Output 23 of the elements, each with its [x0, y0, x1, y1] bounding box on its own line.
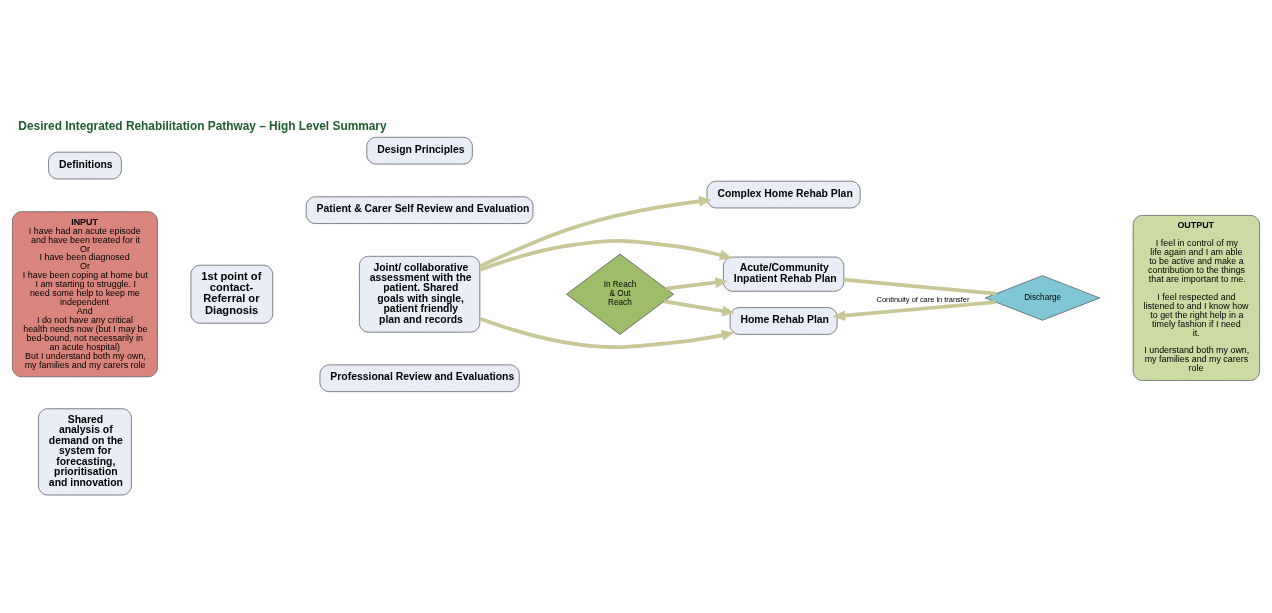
node-box: Complex Home Rehab Plan: [706, 180, 861, 209]
arrow: [479, 238, 733, 272]
arrow: [832, 300, 996, 321]
node-box: Patient & Carer Self Review and Evaluation: [305, 196, 534, 224]
node-box: INPUT I have had an acute episode and have been treated for it Or I have been diagnosed Or I have been coping at home but I am starting to struggle. I need some help to keep me independent And I do not have any critical health needs now (but I may be bed-bound, not necessarily in an acute hospital) But I understand both my own, my families and my carers role: [12, 211, 158, 378]
diagram-title: Desired Integrated Rehabilitation Pathway – High Level Summary: [18, 118, 387, 133]
node-box: Shared analysis of demand on the system for forecasting, prioritisation and innovation: [38, 408, 132, 496]
edge-label: Continuity of care in transfer: [876, 295, 970, 305]
node-box: 1st point of contact- Referral or Diagnosis: [190, 264, 274, 324]
node-diamond: Discharge: [984, 275, 1101, 321]
node-diamond: In Reach & Out Reach: [566, 253, 674, 335]
node-box: Joint/ collaborative assessment with the patient. Shared goals with single, patient friendly plan and records: [359, 255, 481, 333]
connector: [843, 277, 997, 296]
node-box: OUTPUT I feel in control of my life again and I am able to be active and make a contribution to the things that are important to me. I feel respected and listened to and I know how to get the right help in a timely fashion if I need it. I understand both my own, my families and my carers role: [1132, 215, 1260, 381]
arrow: [479, 195, 712, 268]
node-box: Professional Review and Evaluations: [319, 364, 520, 392]
arrow: [479, 317, 735, 350]
node-box: Design Principles: [366, 136, 473, 165]
arrow: [663, 299, 735, 317]
node-box: Definitions: [48, 151, 122, 180]
node-box: Acute/Community Inpatient Rehab Plan: [723, 256, 845, 292]
arrow: [665, 277, 728, 291]
node-box: Home Rehab Plan: [729, 307, 838, 335]
